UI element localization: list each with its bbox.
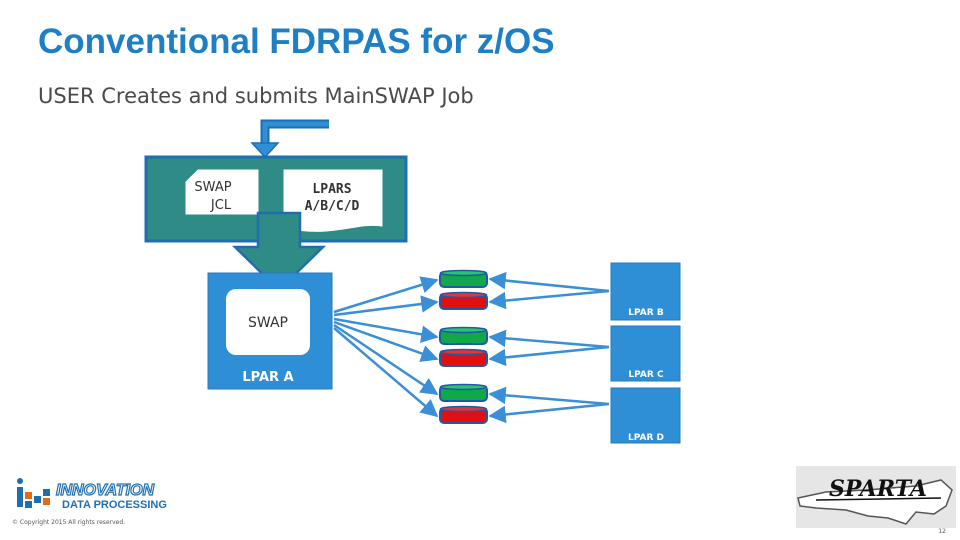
page-number: 12 — [938, 528, 946, 535]
lpar-a-arrows — [333, 276, 439, 418]
sparta-logo-text: SPARTA — [829, 476, 927, 502]
lpar-b-box — [610, 262, 681, 321]
arrow-a-disk6 — [333, 327, 439, 418]
job-to-lpar-arrow — [231, 211, 327, 292]
lpar-a-label: LPAR A — [242, 370, 293, 385]
disk-3 — [439, 326, 488, 345]
lpar-bcd-arrows — [488, 271, 610, 424]
swap-task-label: SWAP — [248, 315, 288, 331]
disk-1 — [439, 269, 488, 288]
swap-task-box — [226, 289, 310, 355]
sparta-logo: SPARTA — [796, 466, 956, 528]
lpar-d-box — [610, 387, 681, 444]
copyright-text: © Copyright 2015 All rights reserved. — [12, 519, 126, 526]
innovation-logo-line1: INNOVATION — [56, 482, 155, 499]
disk-5 — [439, 383, 488, 402]
logo-dot-icon — [17, 478, 23, 484]
disk-2 — [439, 291, 488, 310]
arrow-a-disk2 — [333, 295, 439, 317]
lpar-d-label: LPAR D — [628, 433, 664, 443]
state-map-icon — [797, 479, 953, 525]
lpars-doc-line2: A/B/C/D — [305, 199, 360, 214]
arrow-d-disk5 — [488, 386, 610, 406]
swap-jcl-card — [185, 169, 259, 215]
lpars-doc-line1: LPARS — [312, 182, 351, 197]
swap-jcl-line1: SWAP — [194, 180, 231, 195]
arrow-b-disk2 — [488, 289, 610, 310]
submit-arrow-inner — [262, 121, 329, 146]
arrow-a-disk4 — [333, 320, 439, 362]
lpar-c-label: LPAR C — [628, 370, 664, 380]
arrow-a-disk5 — [333, 323, 439, 396]
arrow-b-disk1 — [488, 271, 610, 293]
disk-6 — [439, 405, 488, 424]
arrow-c-disk4 — [488, 345, 610, 367]
page-subtitle: USER Creates and submits MainSWAP Job — [38, 84, 474, 108]
arrow-c-disk3 — [488, 329, 610, 349]
arrow-d-disk6 — [488, 402, 610, 424]
lpar-c-box — [610, 325, 681, 382]
arrow-a-disk1 — [333, 276, 439, 314]
swap-jcl-line2: JCL — [210, 198, 232, 213]
innovation-logo-line2: DATA PROCESSING — [62, 499, 167, 511]
innovation-logo: INNOVATION DATA PROCESSING — [17, 478, 167, 511]
submit-arrow-head — [250, 142, 280, 159]
arrow-a-disk3 — [333, 317, 439, 343]
lpar-b-label: LPAR B — [628, 308, 664, 318]
page-title: Conventional FDRPAS for z/OS — [38, 22, 555, 61]
disk-4 — [439, 348, 488, 367]
